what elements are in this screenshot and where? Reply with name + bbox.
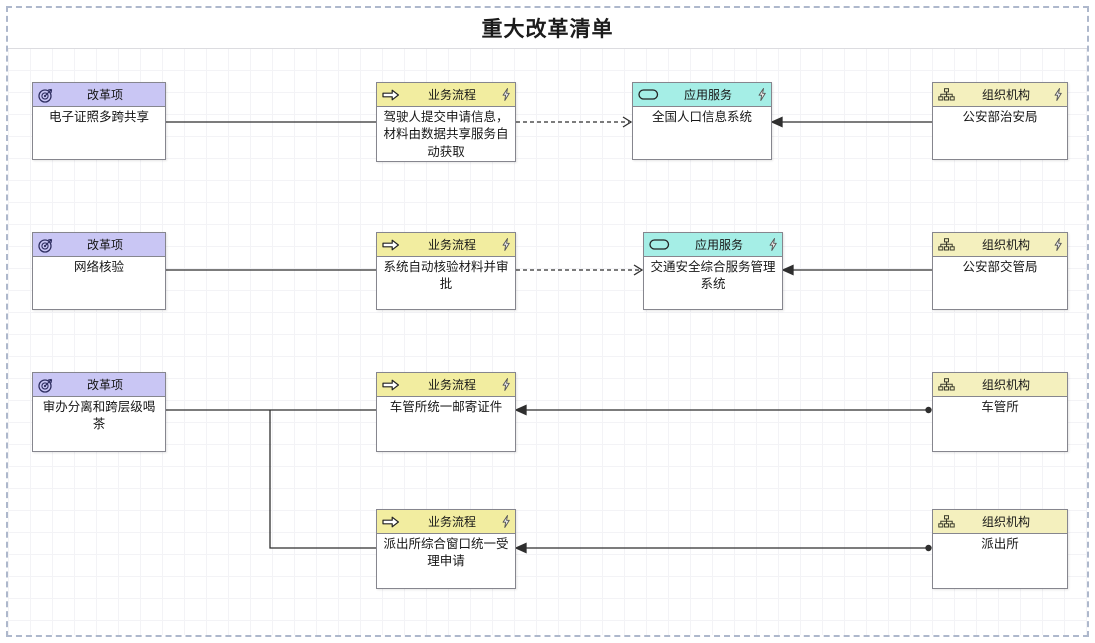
node-header: 应用服务 bbox=[633, 83, 771, 107]
node-type-label: 组织机构 bbox=[981, 378, 1030, 392]
node-header: 业务流程 bbox=[377, 83, 515, 107]
node-header: 改革项 bbox=[33, 233, 165, 257]
page-title: 重大改革清单 bbox=[481, 18, 614, 41]
node-type-label: 应用服务 bbox=[683, 88, 732, 102]
node-type-label: 改革项 bbox=[86, 88, 123, 102]
lightning-icon bbox=[500, 238, 510, 251]
node-header: 组织机构 bbox=[933, 510, 1067, 534]
lightning-icon bbox=[500, 378, 510, 391]
node-type-label: 组织机构 bbox=[981, 88, 1030, 102]
node-name: 驾驶人提交申请信息，材料由数据共享服务自动获取 bbox=[383, 110, 509, 159]
org-chart-icon bbox=[938, 87, 960, 102]
node-name: 车管所统一邮寄证件 bbox=[389, 400, 503, 414]
lightning-icon bbox=[767, 238, 777, 251]
node-org-3[interactable]: 组织机构 车管所 bbox=[932, 372, 1068, 452]
node-reform-3[interactable]: 改革项 审办分离和跨层级喝茶 bbox=[32, 372, 166, 452]
node-header: 业务流程 bbox=[377, 373, 515, 397]
node-name: 公安部治安局 bbox=[962, 110, 1038, 124]
node-header: 组织机构 bbox=[933, 373, 1067, 397]
node-appservice-1[interactable]: 应用服务 全国人口信息系统 bbox=[632, 82, 772, 160]
app-service-icon bbox=[638, 89, 660, 100]
edge-org4-process4[interactable] bbox=[514, 542, 932, 554]
edge-process1-appservice1[interactable] bbox=[516, 116, 633, 128]
node-process-1[interactable]: 业务流程 驾驶人提交申请信息，材料由数据共享服务自动获取 bbox=[376, 82, 516, 162]
title-bar: 重大改革清单 bbox=[8, 8, 1087, 48]
edge-org2-appservice2[interactable] bbox=[781, 264, 932, 276]
node-org-1[interactable]: 组织机构 公安部治安局 bbox=[932, 82, 1068, 160]
node-header: 业务流程 bbox=[377, 233, 515, 257]
node-header: 改革项 bbox=[33, 373, 165, 397]
node-type-label: 业务流程 bbox=[427, 88, 476, 102]
node-process-3[interactable]: 业务流程 车管所统一邮寄证件 bbox=[376, 372, 516, 452]
node-name: 派出所综合窗口统一受理申请 bbox=[383, 537, 509, 569]
node-type-label: 业务流程 bbox=[427, 515, 476, 529]
node-name: 审办分离和跨层级喝茶 bbox=[42, 400, 156, 432]
lightning-icon bbox=[500, 515, 510, 528]
node-name: 车管所 bbox=[981, 400, 1019, 414]
node-name: 派出所 bbox=[981, 537, 1019, 551]
title-separator bbox=[8, 48, 1087, 49]
grid-background bbox=[8, 48, 1087, 635]
node-type-label: 应用服务 bbox=[694, 238, 743, 252]
lightning-icon bbox=[1052, 238, 1062, 251]
org-chart-icon bbox=[938, 377, 960, 392]
node-type-label: 组织机构 bbox=[981, 238, 1030, 252]
node-header: 组织机构 bbox=[933, 233, 1067, 257]
goal-icon bbox=[38, 377, 60, 393]
node-type-label: 业务流程 bbox=[427, 378, 476, 392]
process-arrow-icon bbox=[382, 89, 404, 101]
edge-process2-appservice2[interactable] bbox=[516, 264, 644, 276]
node-name: 全国人口信息系统 bbox=[651, 110, 752, 124]
edge-org3-process3[interactable] bbox=[514, 404, 932, 416]
node-appservice-2[interactable]: 应用服务 交通安全综合服务管理系统 bbox=[643, 232, 783, 310]
node-process-2[interactable]: 业务流程 系统自动核验材料并审批 bbox=[376, 232, 516, 310]
node-type-label: 改革项 bbox=[86, 238, 123, 252]
lightning-icon bbox=[1052, 88, 1062, 101]
org-chart-icon bbox=[938, 514, 960, 529]
node-reform-2[interactable]: 改革项 网络核验 bbox=[32, 232, 166, 310]
lightning-icon bbox=[500, 88, 510, 101]
node-process-4[interactable]: 业务流程 派出所综合窗口统一受理申请 bbox=[376, 509, 516, 589]
app-service-icon bbox=[649, 239, 671, 250]
process-arrow-icon bbox=[382, 239, 404, 251]
node-reform-1[interactable]: 改革项 电子证照多跨共享 bbox=[32, 82, 166, 160]
node-org-4[interactable]: 组织机构 派出所 bbox=[932, 509, 1068, 589]
edge-org1-appservice1[interactable] bbox=[770, 116, 932, 128]
node-type-label: 改革项 bbox=[86, 378, 123, 392]
goal-icon bbox=[38, 237, 60, 253]
node-org-2[interactable]: 组织机构 公安部交管局 bbox=[932, 232, 1068, 310]
node-header: 改革项 bbox=[33, 83, 165, 107]
node-name: 交通安全综合服务管理系统 bbox=[650, 260, 776, 292]
process-arrow-icon bbox=[382, 516, 404, 528]
node-name: 系统自动核验材料并审批 bbox=[383, 260, 509, 292]
node-type-label: 业务流程 bbox=[427, 238, 476, 252]
lightning-icon bbox=[756, 88, 766, 101]
node-header: 组织机构 bbox=[933, 83, 1067, 107]
process-arrow-icon bbox=[382, 379, 404, 391]
node-name: 网络核验 bbox=[73, 260, 124, 274]
node-header: 应用服务 bbox=[644, 233, 782, 257]
node-name: 电子证照多跨共享 bbox=[48, 110, 149, 124]
node-name: 公安部交管局 bbox=[962, 260, 1038, 274]
node-type-label: 组织机构 bbox=[981, 515, 1030, 529]
node-header: 业务流程 bbox=[377, 510, 515, 534]
goal-icon bbox=[38, 87, 60, 103]
org-chart-icon bbox=[938, 237, 960, 252]
edge-reform3-process4[interactable] bbox=[269, 410, 376, 549]
